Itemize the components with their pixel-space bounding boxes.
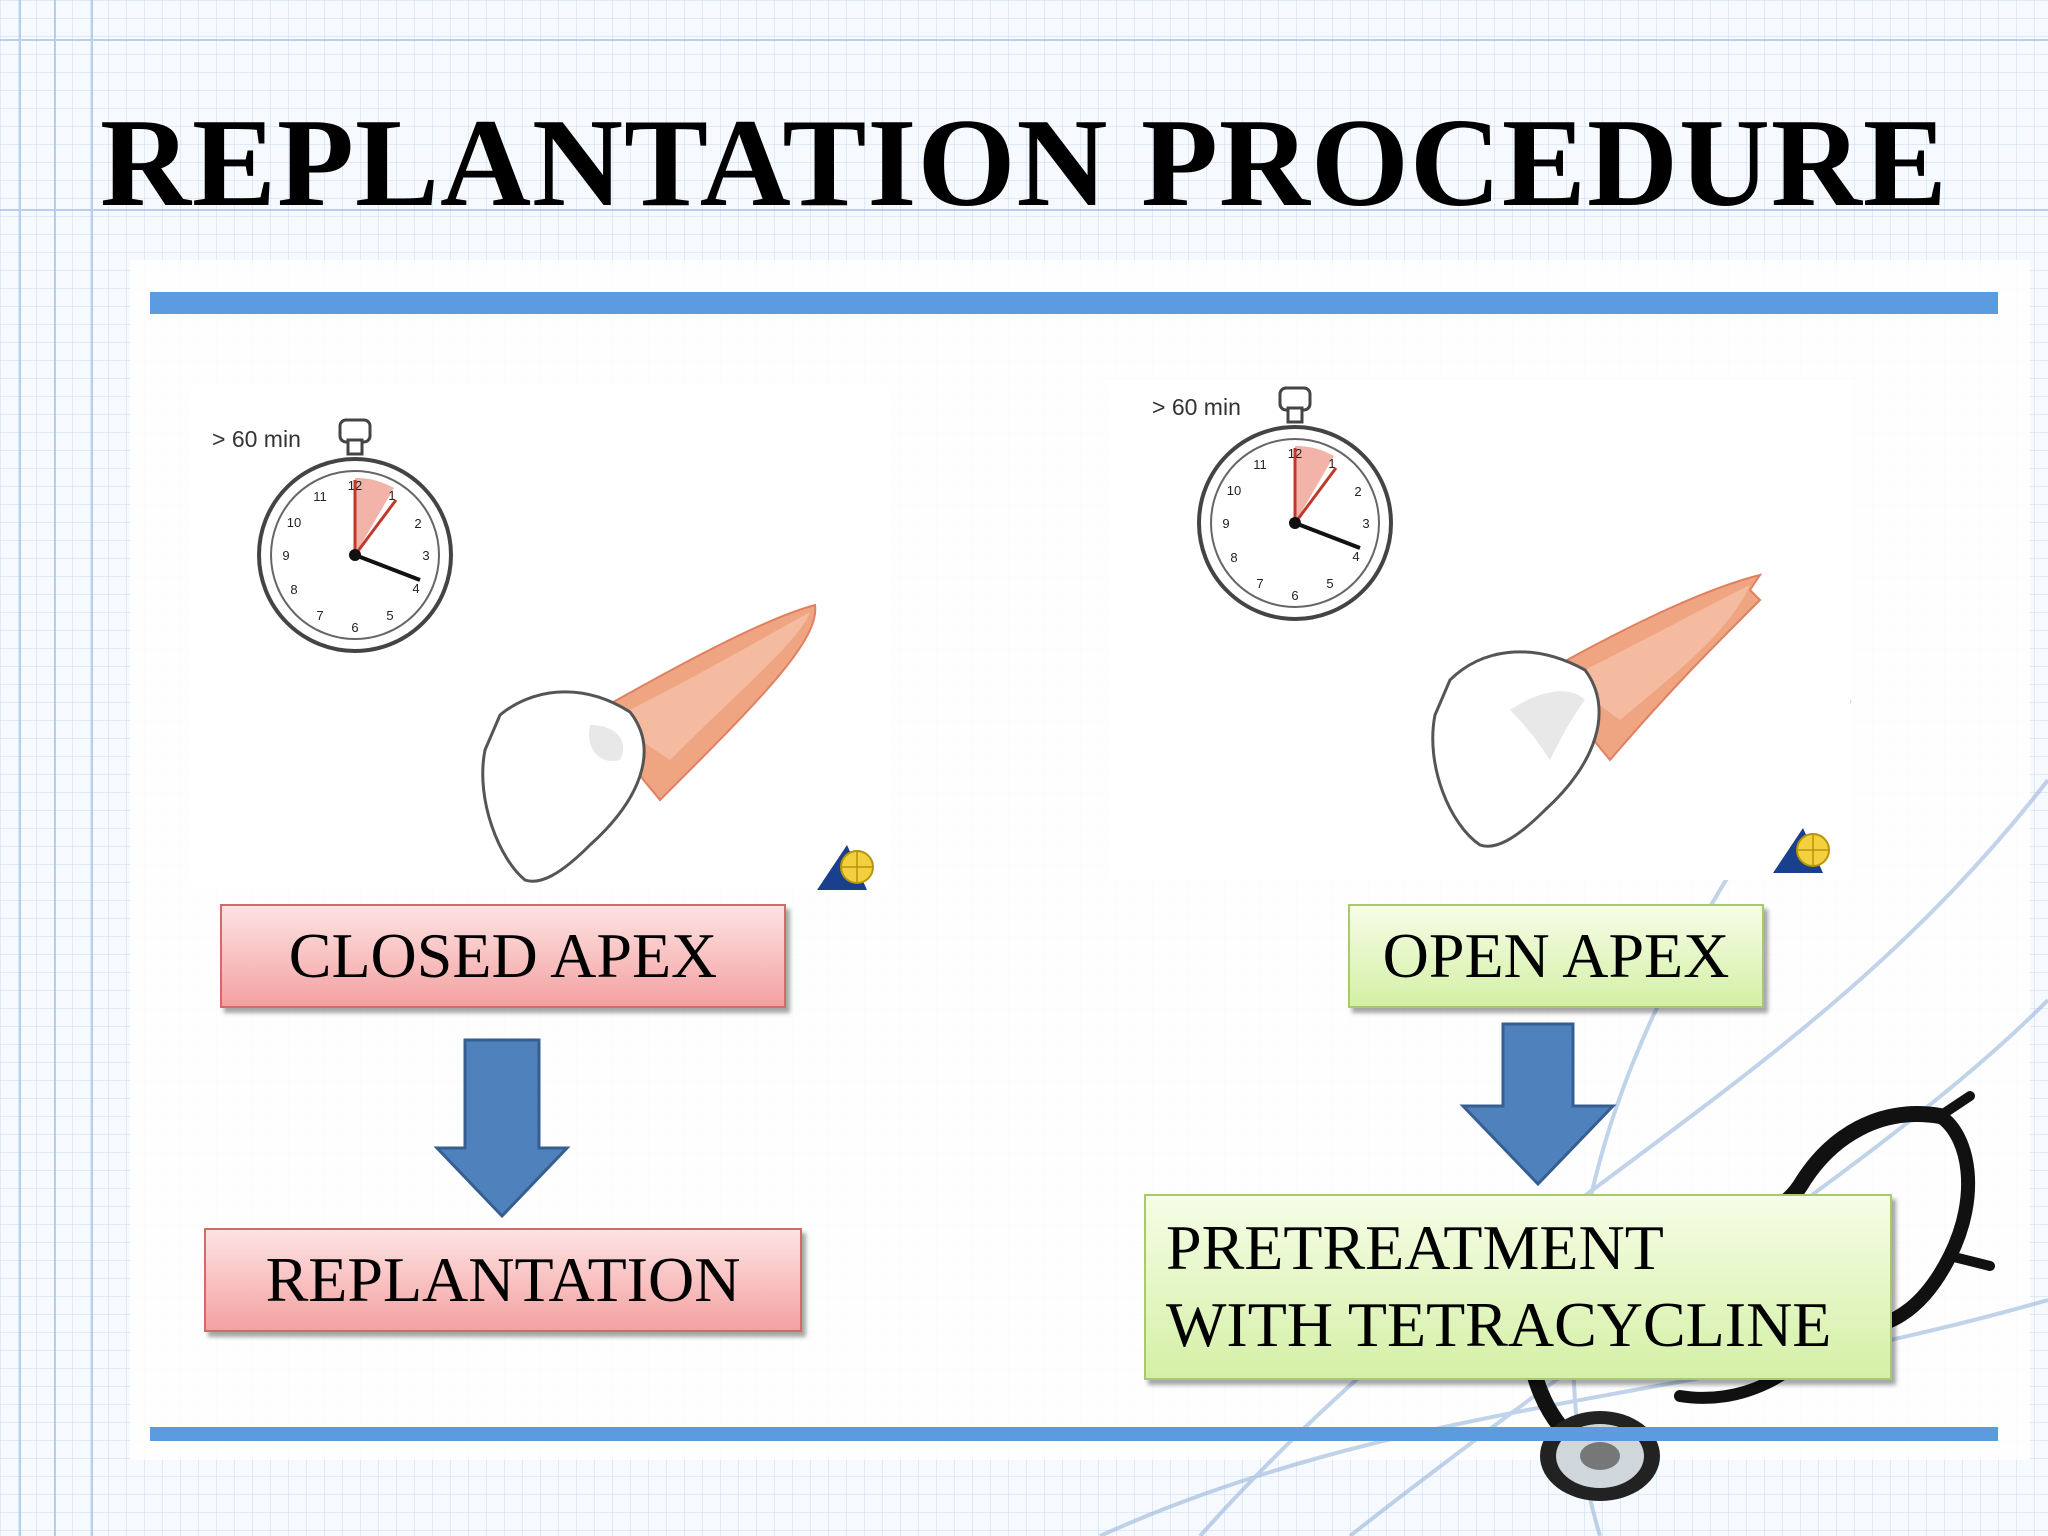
svg-text:4: 4 bbox=[1352, 549, 1359, 564]
pretreatment-line2: WITH TETRACYCLINE bbox=[1166, 1289, 1832, 1360]
svg-text:4: 4 bbox=[412, 581, 419, 596]
svg-text:7: 7 bbox=[316, 608, 323, 623]
publisher-logo-icon bbox=[817, 845, 874, 890]
svg-text:2: 2 bbox=[1354, 484, 1361, 499]
svg-text:10: 10 bbox=[287, 515, 301, 530]
svg-text:8: 8 bbox=[290, 582, 297, 597]
slide-title: REPLANTATION PROCEDURE bbox=[100, 94, 1948, 233]
svg-text:8: 8 bbox=[1230, 550, 1237, 565]
svg-text:6: 6 bbox=[1291, 588, 1298, 603]
svg-text:2: 2 bbox=[414, 516, 421, 531]
replantation-label: REPLANTATION bbox=[265, 1244, 741, 1315]
timer-label-left: > 60 min bbox=[212, 426, 301, 452]
svg-text:7: 7 bbox=[1256, 576, 1263, 591]
closed-apex-box: CLOSED APEX bbox=[220, 904, 786, 1008]
svg-text:5: 5 bbox=[386, 608, 393, 623]
open-apex-label: OPEN APEX bbox=[1382, 920, 1730, 991]
closed-apex-label: CLOSED APEX bbox=[288, 920, 718, 991]
down-arrow-icon bbox=[433, 1038, 571, 1219]
svg-text:1: 1 bbox=[1328, 456, 1335, 471]
bottom-divider bbox=[150, 1427, 1998, 1441]
svg-text:10: 10 bbox=[1227, 483, 1241, 498]
pretreatment-line1: PRETREATMENT bbox=[1166, 1212, 1664, 1284]
top-divider bbox=[150, 292, 1998, 314]
pretreatment-box: PRETREATMENT WITH TETRACYCLINE bbox=[1144, 1194, 1892, 1380]
svg-text:11: 11 bbox=[313, 489, 327, 504]
svg-text:3: 3 bbox=[1362, 516, 1369, 531]
svg-text:9: 9 bbox=[282, 548, 289, 563]
open-apex-box: OPEN APEX bbox=[1348, 904, 1764, 1008]
timer-label-right: > 60 min bbox=[1152, 394, 1241, 420]
publisher-logo-icon bbox=[1773, 828, 1830, 873]
svg-text:5: 5 bbox=[1326, 576, 1333, 591]
svg-text:3: 3 bbox=[422, 548, 429, 563]
tooth-closed-apex-illustration bbox=[481, 603, 817, 883]
svg-text:1: 1 bbox=[388, 488, 395, 503]
tooth-open-apex-illustration bbox=[1431, 573, 1763, 848]
replantation-box: REPLANTATION bbox=[204, 1228, 802, 1332]
svg-text:9: 9 bbox=[1222, 516, 1229, 531]
svg-text:11: 11 bbox=[1253, 457, 1267, 472]
pretreatment-text: PRETREATMENT WITH TETRACYCLINE bbox=[1166, 1210, 1831, 1364]
svg-text:6: 6 bbox=[351, 620, 358, 635]
down-arrow-icon bbox=[1459, 1022, 1617, 1187]
